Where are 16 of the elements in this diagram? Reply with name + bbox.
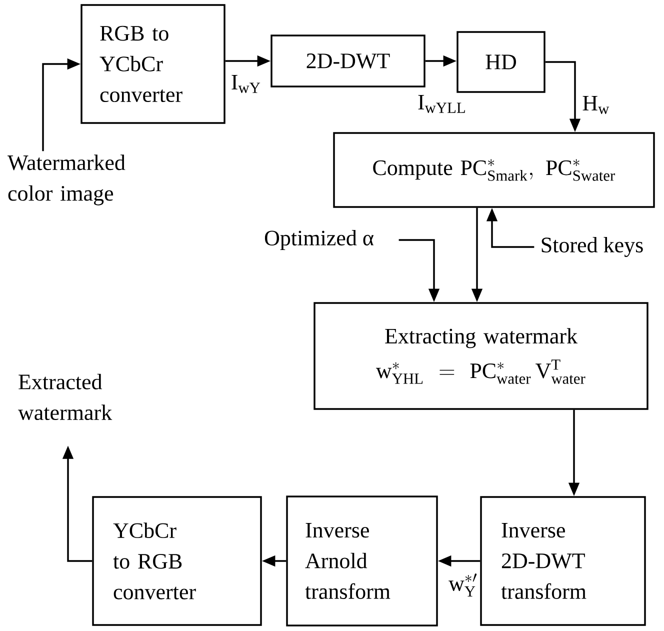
- process-box: YCbCr to RGB converter: [92, 496, 262, 626]
- edge-label: $\mathrm{w}^{*\prime}_{\mathrm{Y}}$: [447, 572, 479, 598]
- edge-label: $\mathrm{H}_{\mathrm{w}}$: [580, 94, 612, 116]
- edge-label: $\mathrm{I}_{\mathrm{wY}}$: [230, 74, 262, 94]
- input-label: Stored keys: [542, 237, 643, 257]
- edge-label: $\mathrm{I}_{\mathrm{wYLL}}$: [416, 94, 468, 114]
- process-box: Inverse 2D-DWT transform: [480, 496, 646, 626]
- process-box: Compute $\mathrm{PC}^{*}_{\mathrm{Smark}},\ \mathrm{PC}^{*}_{\mathrm{Swater}}$: [333, 132, 655, 208]
- process-box: RGB to YCbCr converter: [80, 4, 226, 124]
- input-label: Optimized α: [264, 230, 374, 250]
- process-box: HD: [456, 31, 546, 93]
- process-box: 2D-DWT: [270, 34, 426, 88]
- process-box: Extracting watermark $\mathrm{w}^{*}_{\mathrm{YHL}} = \mathrm{PC}^{*}_{\mathrm{water}}\,\mathrm{V}^{\mathrm{T}}_{\mathrm{water}}$: [314, 302, 648, 410]
- output-label: Extracted watermark: [18, 374, 112, 420]
- process-box: Inverse Arnold transform: [286, 496, 438, 626]
- input-label: Watermarked color image: [8, 154, 126, 206]
